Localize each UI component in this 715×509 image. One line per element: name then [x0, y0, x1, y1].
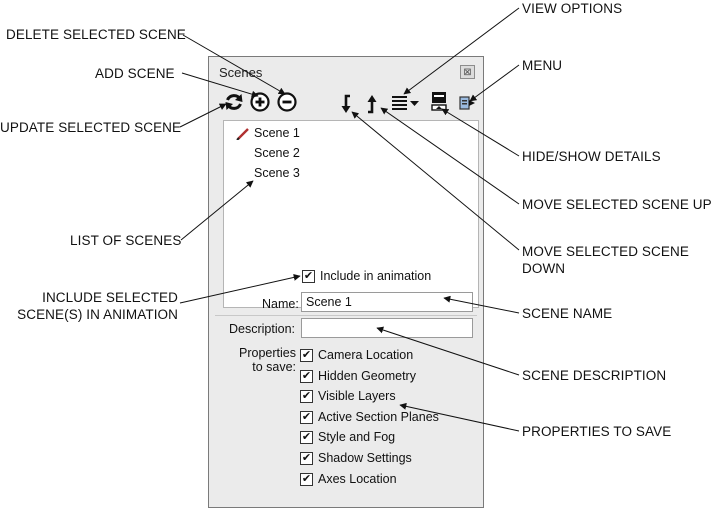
minus-circle-icon — [277, 92, 297, 112]
menu-icon — [459, 96, 475, 110]
property-label: Style and Fog — [318, 430, 396, 444]
arrow-down-icon — [341, 94, 351, 113]
property-label: Shadow Settings — [318, 451, 412, 465]
property-checkbox[interactable]: ✔ — [300, 370, 313, 383]
list-item[interactable]: Scene 3 — [254, 164, 300, 182]
properties-label-line2: to save: — [252, 360, 296, 374]
panel-title: Scenes — [219, 65, 263, 80]
property-label: Axes Location — [318, 472, 397, 486]
property-label: Hidden Geometry — [318, 369, 416, 383]
scene-name-text: Scene 3 — [254, 166, 300, 180]
properties-label-line1: Properties — [239, 346, 296, 360]
callout-scene-description: SCENE DESCRIPTION — [522, 368, 667, 383]
name-label: Name: — [262, 297, 299, 311]
arrow-up-icon — [367, 95, 377, 114]
delete-scene-button[interactable] — [276, 91, 298, 113]
list-view-icon — [392, 96, 419, 110]
scene-name-text: Scene 2 — [254, 146, 300, 160]
scene-description-field[interactable] — [301, 318, 473, 338]
callout-move-selected-scene-up: MOVE SELECTED SCENE UP — [522, 197, 712, 212]
details-divider — [215, 315, 477, 316]
callout-add-scene: ADD SCENE — [95, 66, 175, 81]
property-label: Camera Location — [318, 348, 414, 362]
scenes-panel: Scenes ⊠ — [208, 56, 484, 508]
property-label: Visible Layers — [318, 389, 396, 403]
callout-list-of-scenes: LIST OF SCENES — [70, 233, 182, 248]
scene-name-field[interactable]: Scene 1 — [301, 292, 473, 312]
add-scene-button[interactable] — [249, 91, 271, 113]
callout-move-down-line1: MOVE SELECTED SCENE — [522, 244, 689, 259]
plus-circle-icon — [250, 92, 270, 112]
callout-update-selected-scene: UPDATE SELECTED SCENE — [0, 120, 182, 135]
callout-move-down-line2: DOWN — [522, 261, 566, 276]
include-in-animation-label: Include in animation — [320, 269, 432, 283]
list-item[interactable]: Scene 2 — [254, 144, 300, 162]
callout-move-selected-scene-down: MOVE SELECTED SCENE DOWN — [522, 243, 689, 277]
property-checkbox[interactable]: ✔ — [300, 431, 313, 444]
description-label: Description: — [229, 322, 295, 336]
property-checkbox[interactable]: ✔ — [300, 452, 313, 465]
pencil-icon — [236, 128, 249, 140]
callout-include-line2: SCENE(S) IN ANIMATION — [17, 307, 178, 322]
move-scene-up-button[interactable] — [362, 93, 384, 115]
menu-button[interactable] — [456, 92, 478, 114]
callout-hide-show-details: HIDE/SHOW DETAILS — [522, 149, 661, 164]
include-in-animation-checkbox[interactable]: ✔ — [302, 270, 315, 283]
callout-properties-to-save: PROPERTIES TO SAVE — [522, 424, 672, 439]
hide-show-details-button[interactable] — [428, 90, 450, 112]
refresh-icon — [225, 94, 243, 110]
move-scene-down-button[interactable] — [336, 93, 358, 115]
callout-view-options: VIEW OPTIONS — [522, 1, 623, 16]
property-label: Active Section Planes — [318, 410, 439, 424]
property-checkbox[interactable]: ✔ — [300, 473, 313, 486]
scene-name-text: Scene 1 — [254, 126, 300, 140]
view-options-button[interactable] — [390, 92, 422, 114]
properties-label: Properties to save: — [239, 346, 296, 374]
list-item[interactable]: Scene 1 — [232, 124, 300, 142]
property-checkbox[interactable]: ✔ — [300, 390, 313, 403]
close-button[interactable]: ⊠ — [460, 65, 475, 79]
property-checkbox[interactable]: ✔ — [300, 411, 313, 424]
callout-menu: MENU — [522, 58, 563, 73]
details-toggle-icon — [431, 92, 447, 111]
callout-include-in-animation: INCLUDE SELECTED SCENE(S) IN ANIMATION — [0, 289, 178, 323]
callout-include-line1: INCLUDE SELECTED — [42, 290, 178, 305]
callout-scene-name: SCENE NAME — [522, 306, 613, 321]
property-checkbox[interactable]: ✔ — [300, 349, 313, 362]
callout-delete-selected-scene: DELETE SELECTED SCENE — [6, 27, 186, 42]
update-scene-button[interactable] — [223, 91, 245, 113]
